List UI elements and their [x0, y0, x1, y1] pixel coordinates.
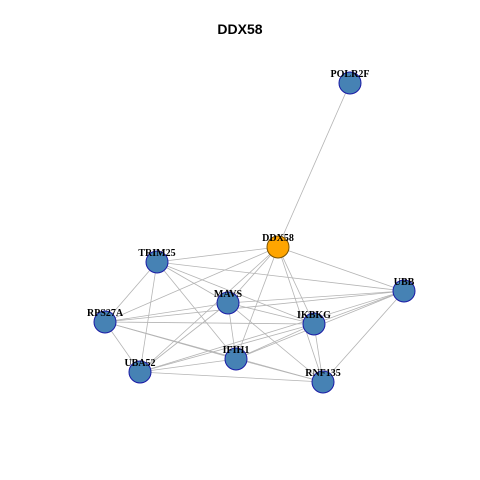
node-label-ubb: UBB: [394, 277, 415, 288]
edge-ikbkg-uba52: [139, 323, 315, 373]
node-label-ikbkg: IKBKG: [297, 310, 331, 321]
edge-mavs-ikbkg: [227, 302, 315, 325]
edge-mavs-rps27a: [104, 302, 229, 323]
edge-trim25-ifih1: [156, 261, 237, 360]
node-ikbkg[interactable]: [302, 312, 326, 336]
edge-ubb-uba52: [139, 290, 405, 373]
node-label-ifih1: IFIH1: [223, 345, 250, 356]
node-label-polr2f: POLR2F: [331, 69, 370, 80]
node-rnf135[interactable]: [311, 370, 335, 394]
edge-ubb-ikbkg: [313, 290, 405, 325]
edge-rps27a-ikbkg: [104, 321, 315, 325]
edge-mavs-ubb: [227, 290, 405, 304]
edge-trim25-mavs: [156, 261, 229, 304]
node-label-rps27a: RPS27A: [87, 308, 124, 319]
node-ifih1[interactable]: [224, 347, 248, 371]
edge-ifih1-rnf135: [235, 358, 324, 383]
node-ubb[interactable]: [392, 279, 416, 303]
edge-ddx58-rps27a: [104, 246, 279, 323]
node-polr2f[interactable]: [338, 71, 362, 95]
edge-trim25-ubb: [156, 261, 405, 292]
edge-trim25-ikbkg: [156, 261, 315, 325]
edge-ddx58-trim25: [156, 246, 279, 263]
node-rps27a[interactable]: [93, 310, 117, 334]
edge-ubb-rnf135: [322, 290, 405, 383]
edge-mavs-rnf135: [227, 302, 324, 383]
node-label-ddx58: DDX58: [262, 233, 294, 244]
edge-ddx58-rnf135: [277, 246, 324, 383]
nodes-layer: [93, 71, 416, 394]
edge-ddx58-ikbkg: [277, 246, 315, 325]
edge-ddx58-ifih1: [235, 246, 279, 360]
node-label-uba52: UBA52: [124, 358, 155, 369]
edge-ifih1-uba52: [139, 358, 237, 373]
graph-title: DDX58: [217, 21, 263, 37]
edge-mavs-uba52: [139, 302, 229, 373]
node-label-rnf135: RNF135: [305, 368, 341, 379]
edge-trim25-uba52: [139, 261, 158, 373]
node-mavs[interactable]: [216, 291, 240, 315]
node-label-trim25: TRIM25: [138, 248, 175, 259]
edge-ubb-rps27a: [104, 290, 405, 323]
edge-ddx58-ubb: [277, 246, 405, 292]
node-uba52[interactable]: [128, 360, 152, 384]
edge-uba52-rnf135: [139, 371, 324, 383]
edge-polr2f-ddx58: [277, 82, 351, 248]
node-label-mavs: MAVS: [214, 289, 243, 300]
edge-ikbkg-ifih1: [235, 323, 315, 360]
edges-layer: [104, 82, 405, 383]
edge-ddx58-uba52: [139, 246, 279, 373]
node-trim25[interactable]: [145, 250, 169, 274]
edge-trim25-rps27a: [104, 261, 158, 323]
node-ddx58[interactable]: [266, 235, 290, 259]
